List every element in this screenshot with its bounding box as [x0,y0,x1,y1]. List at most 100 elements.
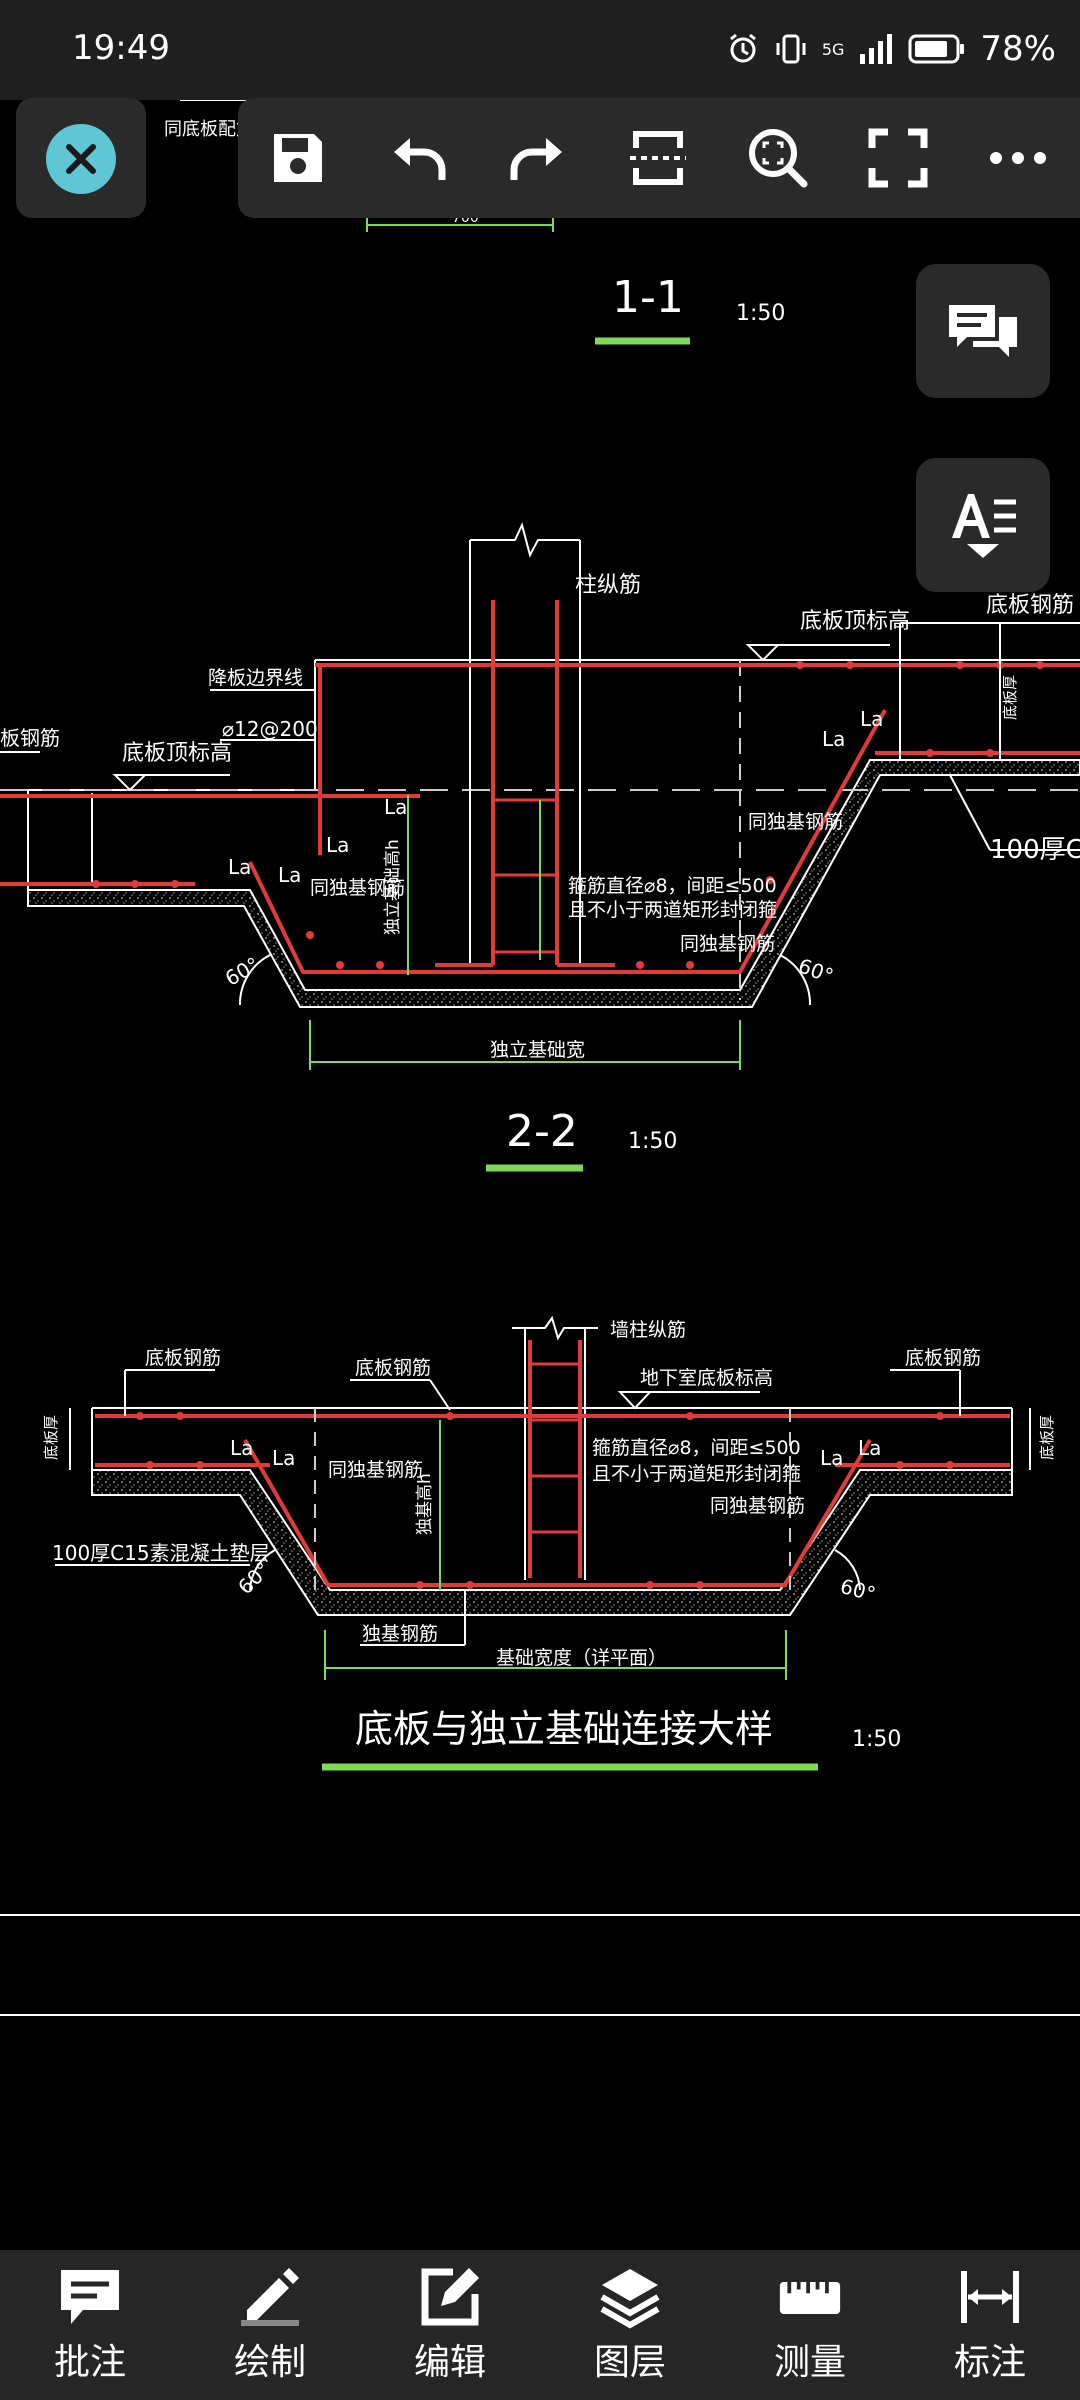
battery-percent: 78% [980,29,1056,69]
label-slab-rebar-2: 底板钢筋 [355,1357,431,1379]
layers-icon [600,2269,660,2329]
section-1-1-scale: 1:50 [736,301,785,326]
save-button[interactable] [238,98,358,218]
label-foundation-height: 独立基础高h [383,839,403,935]
label-angle-right-2: 60° [838,1574,878,1606]
label-foundation-height-2: 独基高h [415,1473,435,1535]
label-stirrup-2: 且不小于两道矩形封闭箍 [568,899,777,921]
label-la-3: La [228,855,251,879]
label-same-foundation-rebar-2: 同独基钢筋 [748,811,843,833]
nav-measure[interactable]: 测量 [730,2255,890,2395]
section-1-1-labels: 柱纵筋 底板顶标高 底板钢筋 降板边界线 ⌀12@200 板钢筋 底板顶标高 L… [0,573,1080,1061]
nav-edit-label: 编辑 [413,2342,486,2383]
detail-title: 底板与独立基础连接大样 [355,1707,773,1751]
nav-layers[interactable]: 图层 [550,2255,710,2395]
nav-dimension-label: 标注 [953,2342,1026,2383]
label-la-8: La [272,1446,295,1470]
nav-annotate-label: 批注 [53,2342,126,2383]
close-icon [66,144,96,174]
zoom-region-icon [749,129,808,188]
chevron-down-icon [967,544,999,558]
label-slab-top-elev-left: 底板顶标高 [122,741,232,766]
nav-edit[interactable]: 编辑 [370,2255,530,2395]
nav-dimension[interactable]: 标注 [910,2255,1070,2395]
section-2-2-labels: 墙柱纵筋 底板钢筋 底板钢筋 底板钢筋 地下室底板标高 底板厚 底板厚 La L… [42,1319,1056,1669]
nav-measure-label: 测量 [773,2342,846,2383]
dimension-icon [961,2271,1019,2323]
vibrate-icon [776,34,806,64]
label-la-9: La [820,1446,843,1470]
label-slab-top-elev-right: 底板顶标高 [800,609,910,634]
label-slab-thickness-right: 底板厚 [1038,1415,1056,1460]
label-slab-rebar-1: 底板钢筋 [145,1347,221,1369]
label-stirrup-1: 箍筋直径⌀8，间距≤500 [568,875,777,897]
label-angle-right: 60° [795,953,837,988]
undo-button[interactable] [358,98,478,218]
label-angle-left: 60° [221,952,264,991]
crop-icon [630,131,686,185]
section-2-2-title: 2-2 [506,1106,578,1157]
label-slab-thickness-left: 底板厚 [42,1415,60,1460]
nav-draw[interactable]: 绘制 [190,2255,350,2395]
ruler-icon [779,2281,841,2314]
label-foundation-width-2: 基础宽度（详平面） [496,1647,667,1669]
status-bar: 19:49 5G 78% [0,0,1080,100]
undo-icon [394,138,446,180]
label-basement-slab-elev: 地下室底板标高 [640,1367,773,1389]
section-2-2-drawing [55,1315,1031,1680]
text-style-icon [952,494,1016,538]
label-wall-column-rebar: 墙柱纵筋 [610,1319,686,1341]
label-same-foundation-rebar-1: 同独基钢筋 [310,877,405,899]
label-slab-rebar-right: 底板钢筋 [986,593,1074,618]
more-icon [990,152,1046,164]
bottom-nav: 批注 绘制 编辑 图层 测量 标注 [0,2250,1080,2400]
section-1-1-title: 1-1 [612,272,684,323]
nav-draw-label: 绘制 [233,2342,306,2383]
section-1-1-drawing [0,522,1080,1070]
close-panel [16,98,146,218]
label-same-foundation-rebar-4: 同独基钢筋 [328,1459,423,1481]
section-2-2-scale: 1:50 [628,1129,677,1154]
label-drop-line: 降板边界线 [208,667,303,689]
label-foundation-width: 独立基础宽 [490,1039,585,1061]
annotate-icon [61,2270,119,2324]
alarm-icon [729,33,756,63]
network-label: 5G [821,39,845,59]
zoom-region-button[interactable] [718,98,838,218]
text-style-button[interactable] [916,458,1050,592]
status-time: 19:49 [72,28,170,68]
draw-pencil-icon [241,2268,299,2326]
top-fragment: 同底板配筋 700 [164,100,1080,232]
label-la-4: La [278,863,301,887]
label-la-10: La [858,1436,881,1460]
edit-icon [421,2268,479,2326]
redo-button[interactable] [478,98,598,218]
label-same-foundation-rebar-5: 同独基钢筋 [710,1495,805,1517]
nav-annotate[interactable]: 批注 [10,2255,170,2395]
comments-icon [949,305,1017,357]
label-slab-rebar-left: 板钢筋 [0,726,60,750]
battery-icon [908,34,965,64]
label-cushion: 100厚C1 [990,835,1080,865]
crop-section-button[interactable] [598,98,718,218]
fullscreen-button[interactable] [838,98,958,218]
signal-icon [860,34,893,64]
top-toolbar [238,98,1080,218]
nav-layers-label: 图层 [593,2342,666,2383]
label-la-2: La [326,833,349,857]
label-stirrup-3: 箍筋直径⌀8，间距≤500 [592,1437,801,1459]
label-column-rebar: 柱纵筋 [575,573,641,598]
cad-drawing-canvas[interactable]: 同底板配筋 700 1-1 1:50 [0,100,1080,2250]
save-icon [274,134,322,182]
close-button[interactable] [46,124,116,194]
label-rebar-spec: ⌀12@200 [222,717,318,741]
label-slab-rebar-3: 底板钢筋 [905,1347,981,1369]
label-stirrup-4: 且不小于两道矩形封闭箍 [592,1463,801,1485]
label-la-7: La [230,1436,253,1460]
comments-button[interactable] [916,264,1050,398]
status-icons: 5G 78% [726,24,1056,74]
more-button[interactable] [958,98,1078,218]
redo-icon [510,138,562,180]
label-la-6: La [860,707,883,731]
top-fragment-label: 同底板配筋 [164,119,254,140]
